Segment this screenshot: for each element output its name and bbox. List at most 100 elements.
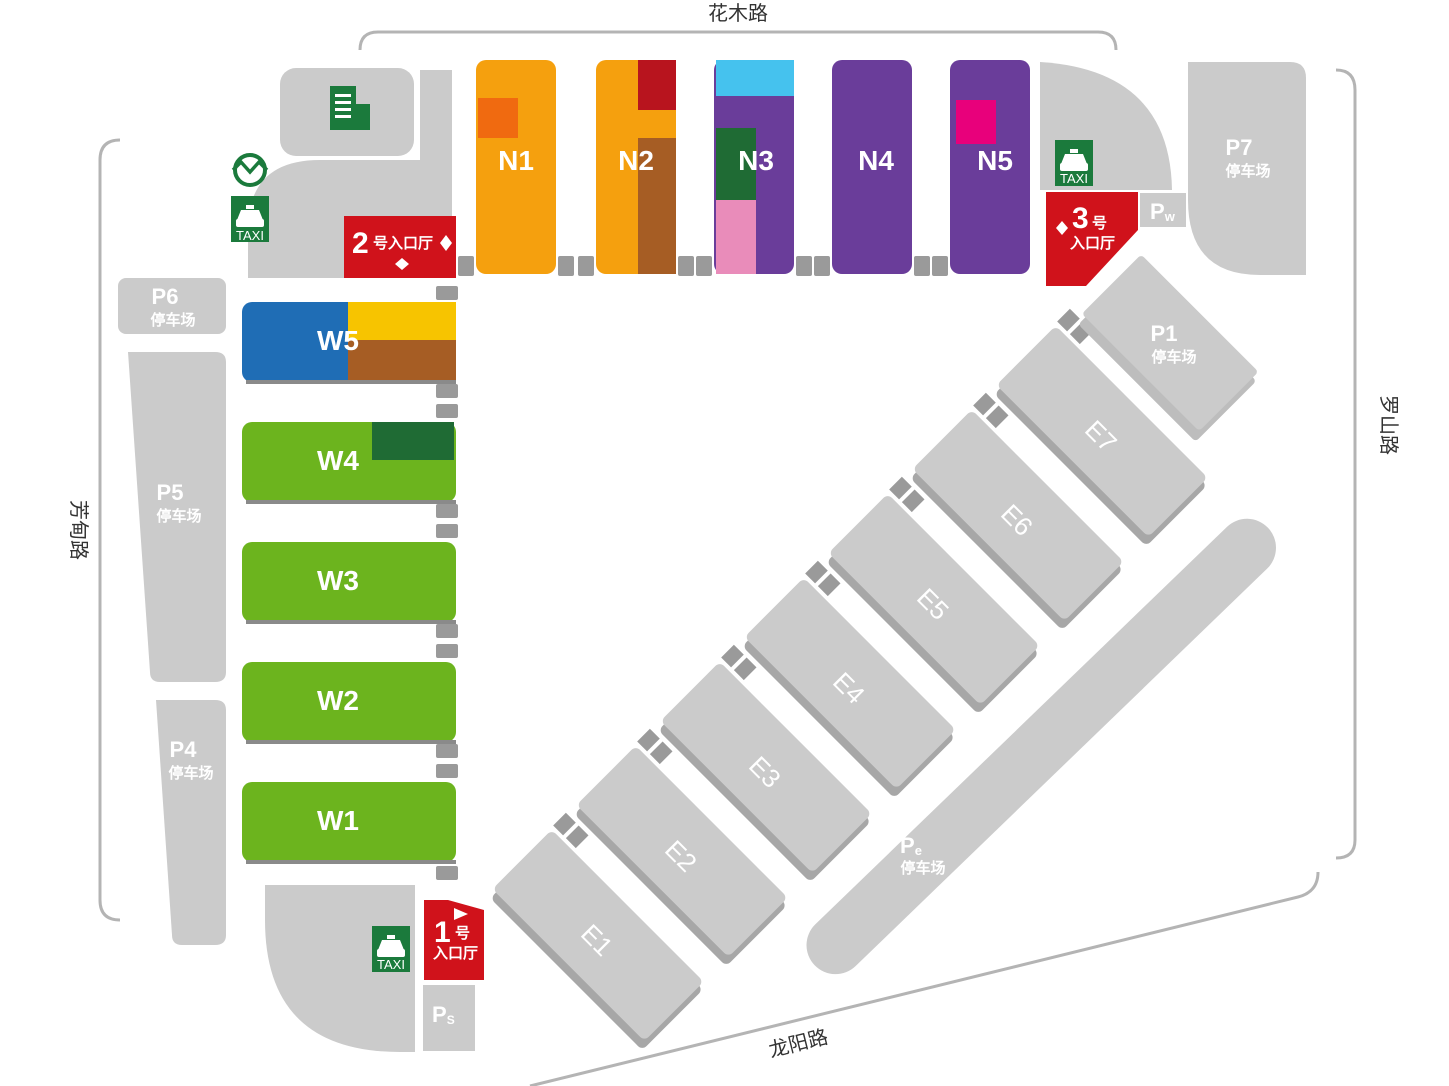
parking-p6-code: P6 — [152, 284, 179, 309]
hall-e7-connector — [1057, 308, 1080, 332]
road-south-label: 龙阳路 — [766, 1024, 830, 1062]
taxi-label: TAXI — [377, 957, 405, 972]
hall-e7[interactable]: E7 — [989, 308, 1227, 547]
hall-e1[interactable]: E1 — [485, 812, 723, 1051]
hall-n2-zone-red — [638, 60, 676, 110]
hall-n5-label: N5 — [977, 145, 1013, 176]
hall-e5-connector — [901, 489, 925, 513]
hall-e4-body — [746, 580, 954, 787]
hall-e5-connector — [889, 476, 912, 500]
parking-p7[interactable] — [1188, 62, 1306, 275]
hall-n2[interactable] — [596, 60, 676, 274]
east-boundary — [1335, 68, 1357, 860]
hall-e7-body — [998, 328, 1206, 535]
parking-pw-code: Pw — [1150, 199, 1176, 224]
hall-n4[interactable] — [832, 60, 912, 274]
hall-e6-body — [914, 412, 1122, 619]
hall-w2[interactable] — [242, 662, 456, 742]
west-halls: W5 W4 W3 W2 W1 — [242, 286, 458, 880]
hall-n2-label: N2 — [618, 145, 654, 176]
parking-p4[interactable] — [156, 700, 226, 945]
parking-p4-code: P4 — [170, 737, 198, 762]
hall-w4[interactable] — [242, 422, 456, 502]
diamond-icon — [454, 908, 468, 920]
hall-e2-connector — [649, 741, 673, 765]
hall-e3[interactable]: E3 — [653, 644, 891, 883]
hall-e4[interactable]: E4 — [737, 560, 975, 799]
hall-e2[interactable]: E2 — [569, 728, 807, 967]
road-west-label: 芳甸路 — [67, 500, 91, 560]
parking-p1-label: 停车场 — [1151, 348, 1196, 366]
hall-n3[interactable] — [714, 60, 794, 274]
entrance-3-hao: 号 — [1092, 214, 1107, 232]
west-hall-shadows — [246, 380, 456, 864]
entrance-3[interactable]: 3 号 入口厅 — [1046, 192, 1138, 286]
west-connectors — [436, 286, 458, 880]
hall-e5-body — [830, 496, 1038, 703]
entrance-1[interactable]: 1 号 入口厅 — [424, 900, 484, 980]
entrance-3-label: 入口厅 — [1070, 234, 1115, 252]
diamond-icon — [395, 258, 409, 270]
taxi-label: TAXI — [1060, 171, 1088, 186]
hall-w4-zone — [372, 422, 454, 460]
taxi-label: TAXI — [236, 228, 264, 243]
hall-e1-connector — [565, 825, 589, 849]
hall-n5[interactable] — [950, 60, 1030, 274]
hall-w1-label: W1 — [317, 805, 359, 836]
hall-w5-zone-brown — [348, 340, 456, 382]
hall-w5-zone-yellow — [348, 302, 456, 340]
taxi-icon: TAXI — [1055, 140, 1093, 186]
parking-p5[interactable] — [128, 352, 226, 682]
parking-p4-label: 停车场 — [168, 764, 213, 782]
entrance-2-label: 号入口厅 — [373, 234, 433, 252]
taxi-icon: TAXI — [231, 196, 269, 243]
hall-e6-connector — [973, 392, 996, 416]
hall-e6[interactable]: E6 — [905, 392, 1143, 631]
parking-p7-label: 停车场 — [1225, 162, 1270, 180]
taxi-icon: TAXI — [372, 926, 410, 972]
hall-n5-zone — [956, 100, 996, 144]
entrance-3-number: 3 — [1072, 202, 1089, 235]
parking-ps[interactable] — [423, 985, 475, 1051]
west-boundary — [98, 138, 121, 922]
south-boundary — [529, 871, 1320, 1086]
hall-n4-label: N4 — [858, 145, 894, 176]
hall-w3-label: W3 — [317, 565, 359, 596]
hall-e1-body — [494, 832, 702, 1039]
diamond-icon — [440, 235, 452, 251]
entrance-1-number: 1 — [434, 916, 451, 949]
hall-e2-body — [578, 748, 786, 955]
parking-p1[interactable] — [1082, 254, 1259, 431]
building-icon — [330, 86, 370, 130]
parking-pe[interactable] — [795, 507, 1288, 986]
parking-p5-code: P5 — [157, 480, 184, 505]
hall-w2-label: W2 — [317, 685, 359, 716]
hall-n3-zone-cyan — [716, 60, 794, 96]
hall-e3-body — [662, 664, 870, 871]
parking-p7-code: P7 — [1226, 135, 1253, 160]
parking-p6[interactable] — [118, 278, 226, 334]
hall-w3[interactable] — [242, 542, 456, 622]
hall-n1[interactable] — [476, 60, 556, 274]
entrance-2-number: 2 — [352, 227, 369, 260]
hall-n1-label: N1 — [498, 145, 534, 176]
hall-n2-zone-brown — [638, 138, 676, 274]
hall-w5[interactable] — [242, 302, 456, 382]
hall-e1-connector — [553, 812, 576, 836]
entrance-2[interactable]: 2 号入口厅 — [344, 216, 456, 278]
hall-w1[interactable] — [242, 782, 456, 862]
hall-e3-connector — [733, 657, 757, 681]
hall-e4-connector — [805, 560, 828, 584]
parking-p6-label: 停车场 — [150, 311, 195, 329]
hall-n3-zone-pink — [716, 200, 756, 274]
hall-e6-connector — [985, 405, 1009, 429]
hall-e5[interactable]: E5 — [821, 476, 1059, 715]
north-boundary — [358, 30, 1118, 51]
parking-p1-code: P1 — [1151, 321, 1178, 346]
metro-icon — [231, 153, 269, 187]
parking-pw[interactable] — [1140, 193, 1186, 227]
entrance-1-hao: 号 — [455, 924, 470, 942]
diamond-icon — [1056, 221, 1068, 235]
